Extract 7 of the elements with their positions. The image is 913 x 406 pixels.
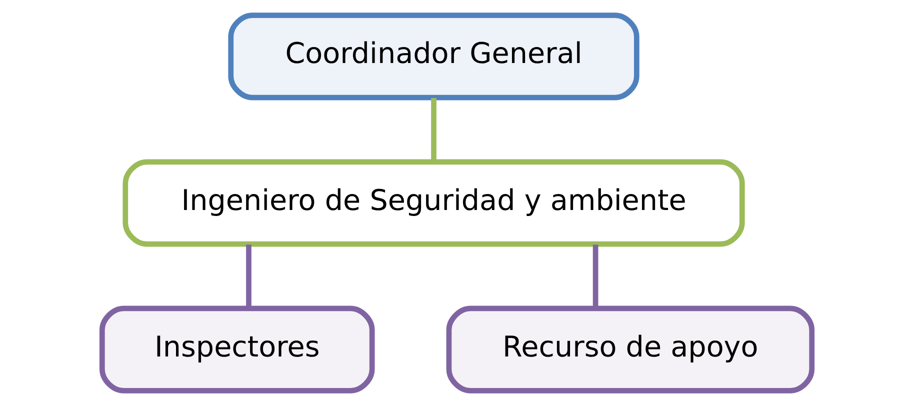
node-box: Recurso de apoyo: [446, 306, 814, 394]
connector: [592, 244, 598, 308]
connector: [246, 244, 251, 308]
node-box: Coordinador General: [228, 12, 639, 100]
node-box: Ingeniero de Seguridad y ambiente: [122, 159, 744, 247]
connector: [430, 98, 436, 162]
node-box: Inspectores: [98, 306, 374, 394]
